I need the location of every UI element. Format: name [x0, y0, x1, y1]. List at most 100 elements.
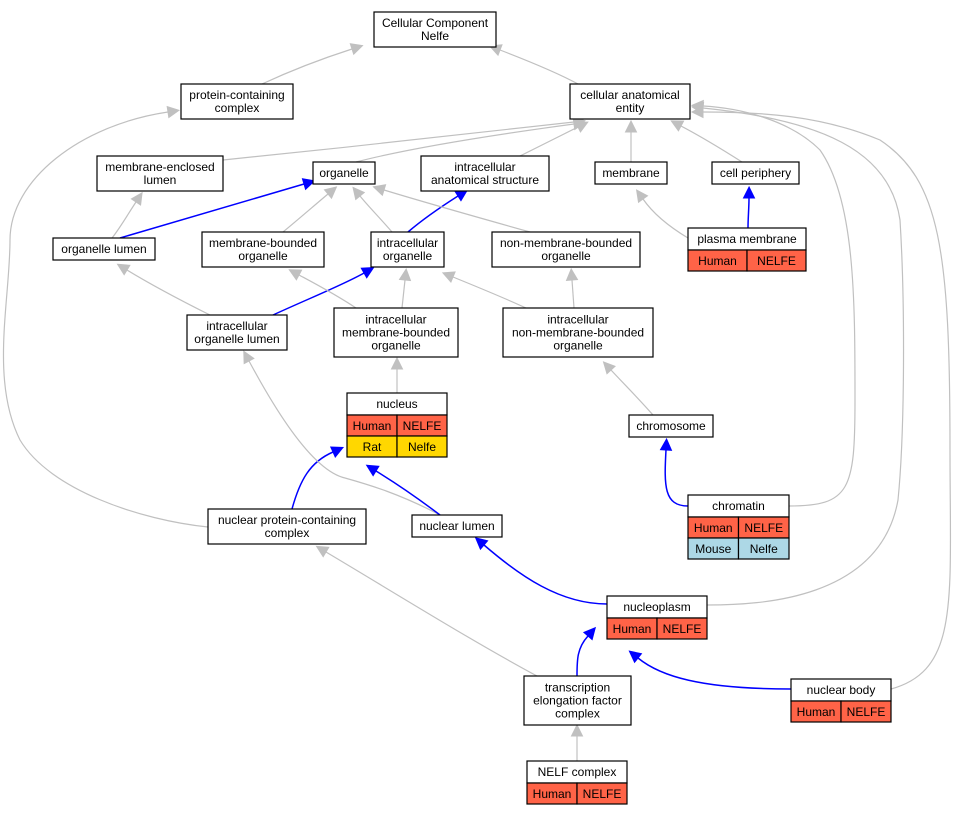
node-nuclear-body-gene-label: NELFE [847, 705, 886, 719]
edge-organelle-lumen-to-mel [111, 191, 143, 239]
node-protein-complex-label: complex [215, 101, 260, 115]
node-organelle-lumen[interactable]: organelle lumen [52, 237, 156, 261]
edge-chromosome-to-inmbo-line [610, 369, 654, 416]
edge-protein-complex-to-root-arrowhead [349, 43, 364, 56]
edge-npcc-to-nucleus [291, 446, 345, 510]
node-chromatin-gene-label: Nelfe [750, 542, 778, 556]
edge-tefc-to-nucleoplasm-line [576, 635, 589, 677]
edge-organelle-lumen-to-mel-arrowhead [130, 191, 143, 206]
node-inmbo[interactable]: intracellularnon-membrane-boundedorganel… [502, 307, 654, 358]
edge-imbo-to-io-arrowhead [398, 267, 412, 282]
node-nuclear-body-gene-cell [840, 700, 892, 723]
node-nelf-complex-gene-label: NELFE [583, 787, 622, 801]
node-nmbo-label: organelle [541, 249, 591, 263]
edge-io-to-organelle-arrowhead [352, 186, 366, 201]
node-chromosome-label: chromosome [636, 419, 706, 433]
edge-plasma-membrane-to-cell-periphery-arrowhead [742, 185, 756, 199]
edge-membrane-to-cae [624, 119, 638, 162]
edge-ias-to-cae-line [519, 126, 579, 157]
edge-cae-to-root [488, 44, 579, 85]
edge-imbo-to-mbo-arrowhead [288, 269, 303, 281]
node-cae-label: cellular anatomical [580, 88, 679, 102]
edge-npcc-to-protein-complex-line [2, 111, 209, 528]
node-inmbo-box [502, 307, 654, 358]
node-nucleoplasm-label: nucleoplasm [623, 600, 690, 614]
edge-plasma-membrane-to-cell-periphery-line [747, 197, 750, 229]
node-organelle-label: organelle [319, 166, 369, 180]
edge-mbo-to-organelle-line [282, 193, 329, 233]
edge-iol-to-organelle-lumen [116, 263, 211, 316]
edge-chromatin-to-chromosome [659, 437, 689, 507]
node-imbo-label: intracellular [365, 313, 426, 327]
node-cae-label: entity [616, 101, 645, 115]
node-mbo-label: organelle [238, 249, 288, 263]
edge-membrane-to-cae-arrowhead [624, 119, 638, 133]
node-nuclear-lumen[interactable]: nuclear lumen [411, 514, 503, 538]
node-io-box [370, 231, 445, 268]
node-nuclear-body-label: nuclear body [807, 683, 876, 697]
node-root-label: Nelfe [421, 29, 449, 43]
node-membrane[interactable]: membrane [594, 161, 668, 185]
node-plasma-membrane-label: plasma membrane [697, 232, 797, 246]
edge-mbo-to-organelle-arrowhead [323, 186, 338, 200]
edge-protein-complex-to-root [261, 43, 364, 85]
node-nucleus-species-label: Human [353, 419, 392, 433]
edge-nelf-complex-to-tefc [570, 723, 584, 761]
edge-io-to-organelle-line [359, 195, 393, 233]
edge-npcc-to-protein-complex [2, 105, 209, 528]
node-organelle-lumen-label: organelle lumen [61, 242, 146, 256]
edge-organelle-lumen-to-organelle [119, 178, 316, 239]
edge-mel-to-cae [222, 115, 587, 161]
edge-chromosome-to-inmbo [602, 361, 654, 416]
node-ias-label: anatomical structure [431, 173, 539, 187]
node-chromosome[interactable]: chromosome [628, 414, 714, 438]
edge-chromatin-to-chromosome-line [664, 449, 689, 507]
node-membrane-box [594, 161, 668, 185]
node-npcc-box [207, 508, 367, 545]
edge-npcc-to-nucleus-arrowhead [329, 446, 345, 458]
edge-inmbo-to-nmbo-line [571, 279, 575, 309]
node-organelle[interactable]: organelle [312, 161, 376, 185]
edge-chromatin-to-chromosome-arrowhead [659, 437, 673, 451]
node-protein-complex-label: protein-containing [189, 88, 284, 102]
node-nucleoplasm-species-label: Human [613, 622, 652, 636]
edge-iol-to-organelle-lumen-line [126, 269, 211, 316]
edge-organelle-lumen-to-mel-line [111, 201, 137, 239]
node-nucleus-species-label: Rat [363, 440, 382, 454]
edge-inmbo-to-io-arrowhead [441, 271, 456, 284]
edge-tefc-to-npcc-arrowhead [315, 545, 330, 558]
node-nucleus-label: nucleus [376, 397, 417, 411]
edge-iol-to-io-arrowhead [360, 267, 375, 279]
edge-io-to-ias-arrowhead [454, 189, 469, 202]
edge-nelf-complex-to-tefc-arrowhead [570, 723, 584, 737]
node-imbo-label: membrane-bounded [342, 326, 450, 340]
edge-chromatin-to-cae [690, 99, 856, 507]
node-cell-periphery[interactable]: cell periphery [711, 161, 800, 185]
node-nucleus-gene-cell [396, 435, 448, 458]
node-nmbo-label: non-membrane-bounded [500, 236, 632, 250]
node-cae-box [569, 83, 691, 120]
edge-io-to-ias-line [407, 195, 459, 233]
node-ias-label: intracellular [454, 160, 515, 174]
edges-layer [2, 43, 952, 761]
edge-nuclear-lumen-to-iol [243, 350, 441, 516]
